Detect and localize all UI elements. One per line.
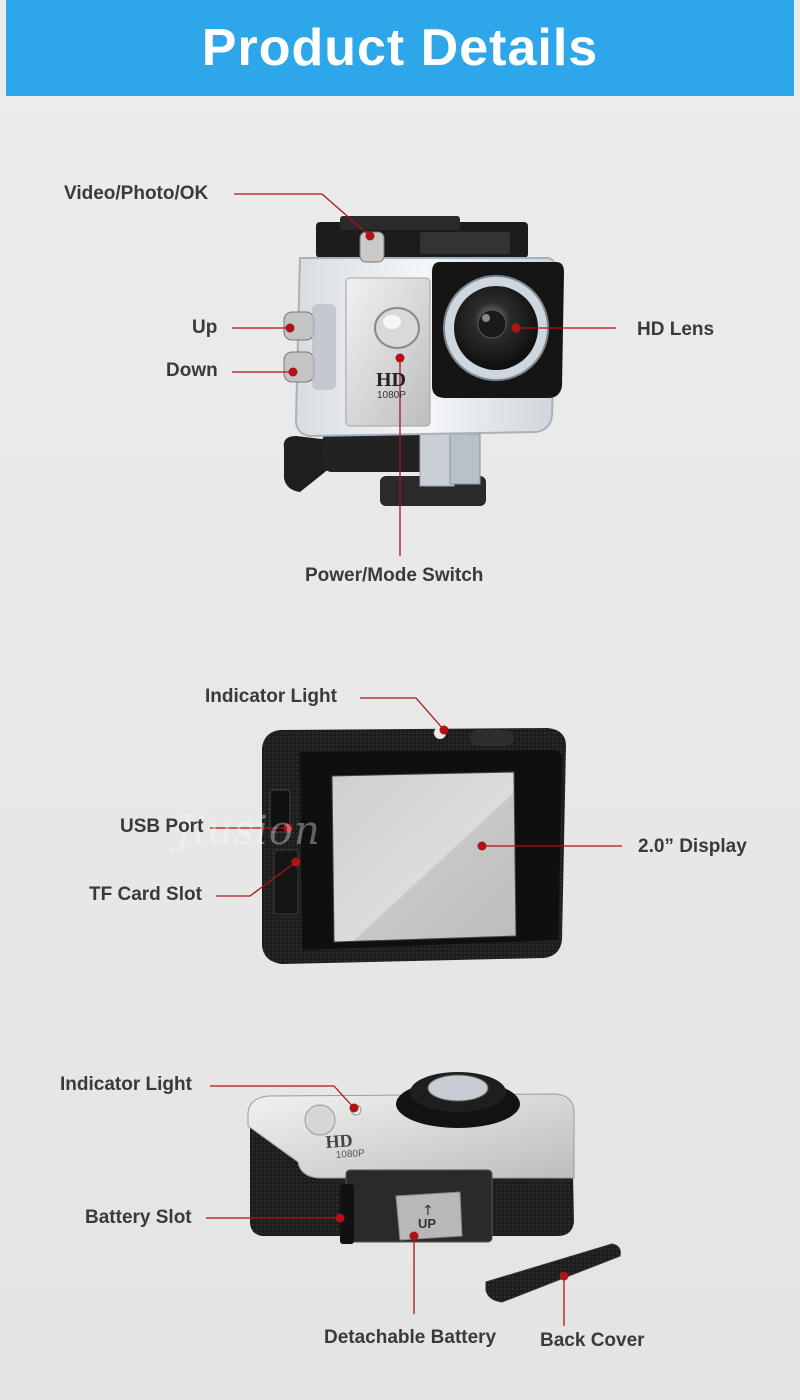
power-mode-button — [374, 307, 420, 349]
label-usb-port: USB Port — [120, 816, 204, 837]
label-battery-slot: Battery Slot — [85, 1207, 192, 1228]
label-detachable-battery: Detachable Battery — [324, 1327, 497, 1348]
camera-back-illustration — [262, 727, 566, 964]
camera-hd-text: HD — [376, 369, 406, 391]
label-indicator-light-2: Indicator Light — [60, 1074, 192, 1095]
header-banner: Product Details — [6, 0, 794, 96]
label-display: 2.0” Display — [638, 836, 747, 857]
label-power-mode-switch: Power/Mode Switch — [305, 565, 484, 586]
camera-battery-illustration — [247, 1072, 621, 1303]
battery-up-text: UP — [418, 1216, 436, 1231]
camera3-hd-text: HD — [325, 1130, 353, 1152]
watermark: Jiusion — [176, 808, 321, 854]
callout-dots-view2 — [283, 725, 487, 867]
callout-lines-view1 — [232, 193, 616, 556]
label-hd-lens: HD Lens — [637, 319, 715, 340]
callout-dots-view1 — [285, 231, 521, 377]
tripod-mount — [283, 429, 486, 506]
lens-assembly — [432, 262, 564, 398]
camera3-resolution-text: 1080P — [335, 1148, 365, 1161]
camera-resolution-text: 1080P — [377, 390, 406, 401]
side-buttons — [283, 304, 336, 390]
label-tf-card-slot: TF Card Slot — [89, 884, 202, 905]
label-indicator-light: Indicator Light — [205, 686, 337, 707]
case-clasp — [316, 216, 528, 258]
label-video-photo-ok: Video/Photo/OK — [64, 183, 209, 204]
callout-dots-view3 — [335, 1103, 569, 1281]
battery-arrow-icon: ↑ — [422, 1203, 434, 1219]
label-down: Down — [166, 360, 218, 381]
banner-title: Product Details — [201, 19, 599, 77]
callout-lines-view2 — [210, 697, 622, 897]
label-up: Up — [192, 317, 218, 338]
callout-lines-view3 — [206, 1085, 565, 1326]
label-back-cover: Back Cover — [540, 1330, 645, 1351]
